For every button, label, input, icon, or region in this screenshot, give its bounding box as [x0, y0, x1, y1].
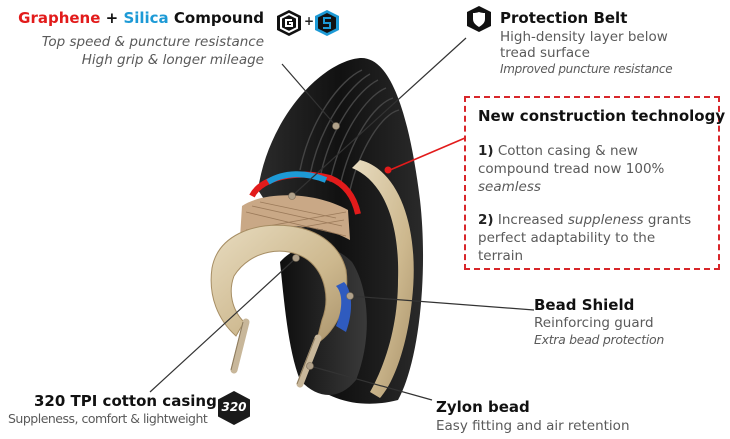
new-tech-dot — [385, 167, 392, 174]
zylon-title: Zylon bead — [436, 398, 530, 416]
silica-label: Silica — [123, 9, 168, 27]
protection-line-1: High-density layer below — [500, 29, 668, 45]
badge-320-text: 320 — [216, 400, 252, 414]
bead-shield-title: Bead Shield — [534, 296, 634, 314]
s-shield-icon — [314, 9, 340, 37]
bead-shield-line-2: Extra bead protection — [534, 332, 664, 347]
new-tech-point-2: 2) Increased suppleness grants perfect a… — [478, 211, 718, 265]
new-tech-title: New construction technology — [478, 107, 725, 125]
cotton-casing — [211, 225, 347, 344]
shield-icon — [466, 5, 492, 33]
new-tech-box: New construction technology 1) Cotton ca… — [464, 96, 720, 270]
bead-shield-line-1: Reinforcing guard — [534, 315, 654, 331]
casing-line-1: Suppleness, comfort & lightweight — [8, 411, 207, 426]
compound-line-1: Top speed & puncture resistance — [42, 34, 264, 50]
zylon-line-1: Easy fitting and air retention — [436, 418, 630, 434]
compound-line-2: High grip & longer mileage — [82, 52, 264, 68]
graphene-label: Graphene — [18, 9, 100, 27]
g-shield-icon — [276, 9, 302, 37]
protection-line-2: tread surface — [500, 45, 590, 61]
casing-title: 320 TPI cotton casing — [34, 392, 217, 410]
compound-title: Graphene + Silica Compound — [18, 9, 264, 27]
plus-icon: + — [304, 14, 314, 28]
tpi-320-badge: 320 — [216, 390, 252, 426]
protection-line-3: Improved puncture resistance — [500, 62, 672, 76]
new-tech-point-1: 1) Cotton casing & new compound tread no… — [478, 142, 718, 196]
protection-belt-title: Protection Belt — [500, 9, 627, 27]
